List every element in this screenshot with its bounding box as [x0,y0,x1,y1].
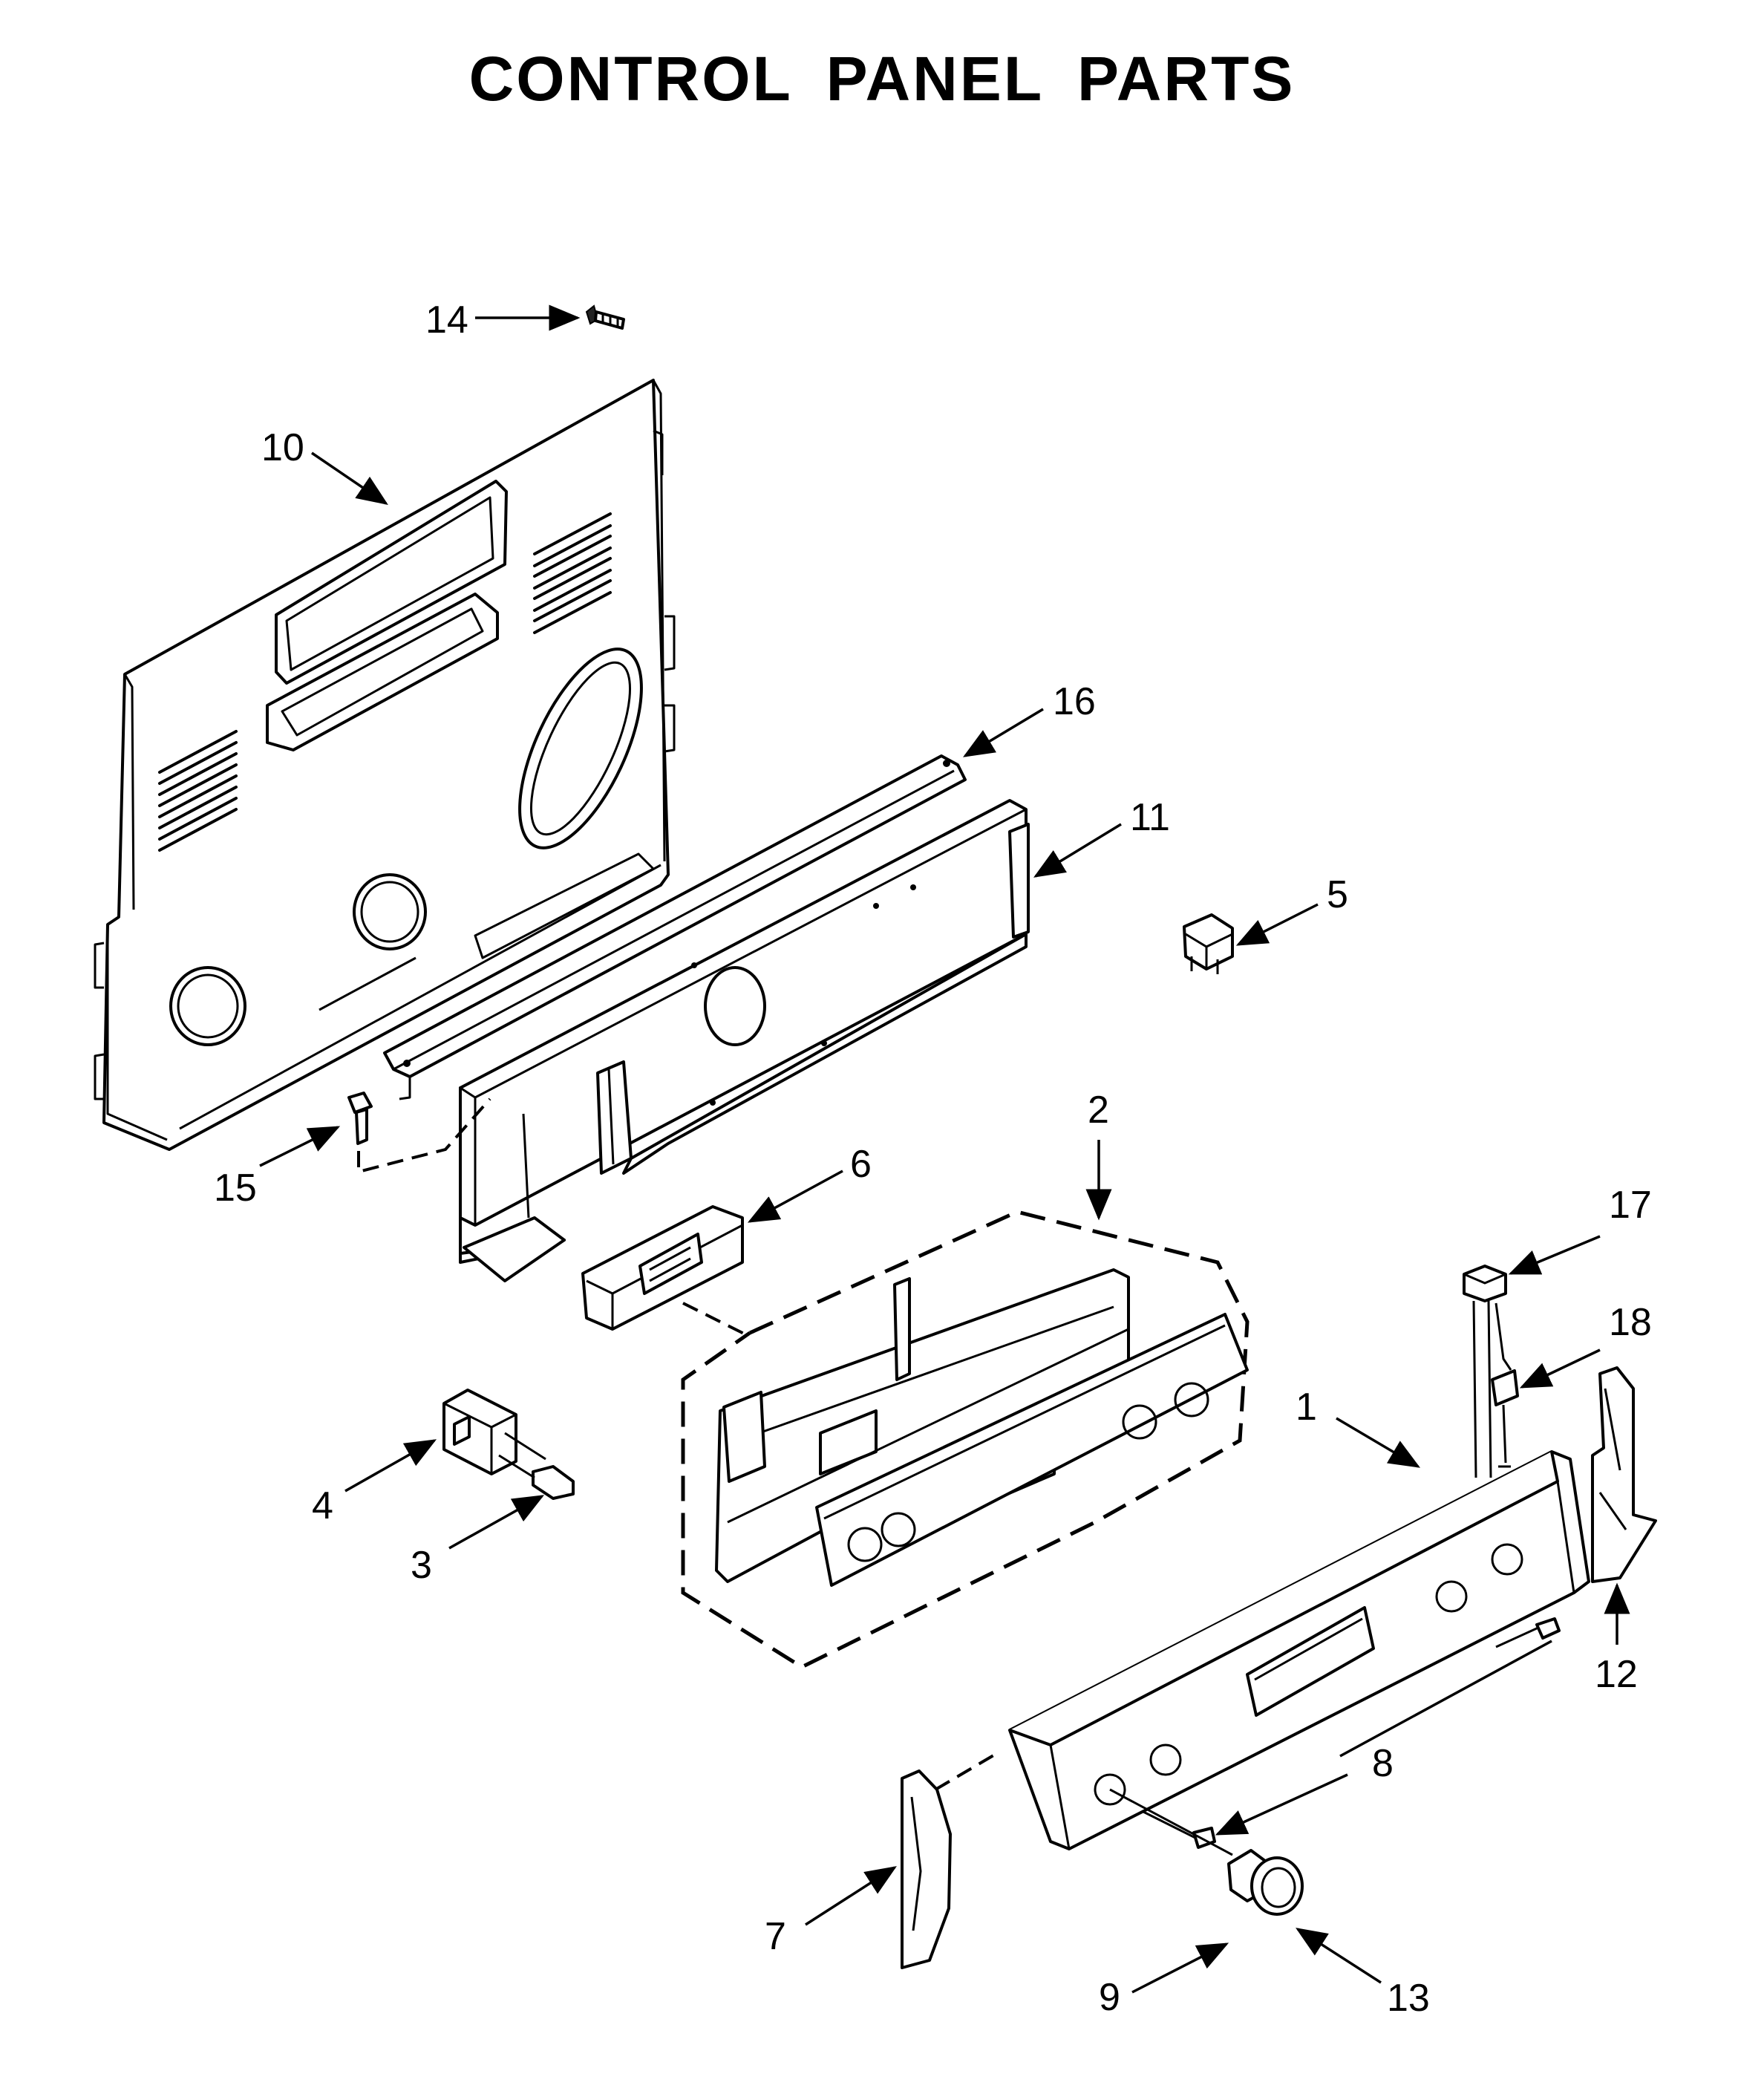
part-6-control-board [581,1205,751,1338]
callout-16: 16 [1053,680,1096,723]
part-1-console [1008,1450,1590,1850]
callout-labels: 14 10 16 11 5 2 15 6 17 18 1 4 3 12 8 7 … [214,299,1652,2020]
part-18-light-socket [1491,1369,1519,1468]
part-17-indicator [1463,1265,1512,1478]
part-7-end-cap [901,1751,1000,1969]
callout-11: 11 [1130,796,1170,839]
callout-13: 13 [1387,1977,1430,2020]
callout-3: 3 [411,1544,432,1587]
diagram-title: CONTROL PANEL PARTS [468,44,1296,114]
callout-4: 4 [312,1484,333,1527]
callout-14: 14 [425,299,468,342]
callout-6: 6 [850,1143,872,1186]
part-13-knob [1250,1856,1304,1916]
part-8-screw-a [1495,1617,1561,1648]
part-10-rear-panel [94,379,676,1151]
part-3-screw [498,1454,575,1500]
callout-17: 17 [1609,1184,1652,1227]
callout-9: 9 [1099,1976,1120,2019]
part-4-switch [442,1389,546,1475]
part-5-relay [1183,913,1234,974]
callout-8: 8 [1372,1742,1394,1785]
callout-15: 15 [214,1167,257,1210]
part-2-panel-assembly [681,1210,1250,1669]
part-11-support-bracket [459,799,1030,1282]
callout-12: 12 [1595,1653,1638,1696]
part-12-end-cap [1591,1366,1657,1583]
callout-2: 2 [1088,1089,1109,1132]
leader-lines [259,304,1630,1994]
part-14-screw [585,304,625,330]
part-15-screw [347,1092,491,1174]
callout-18: 18 [1609,1301,1652,1344]
callout-1: 1 [1296,1386,1317,1429]
callout-5: 5 [1327,873,1348,916]
part-8-screw-b [1143,1810,1216,1849]
part-16-bracket [383,754,967,1100]
callout-7: 7 [765,1915,786,1958]
callout-10: 10 [261,426,304,469]
